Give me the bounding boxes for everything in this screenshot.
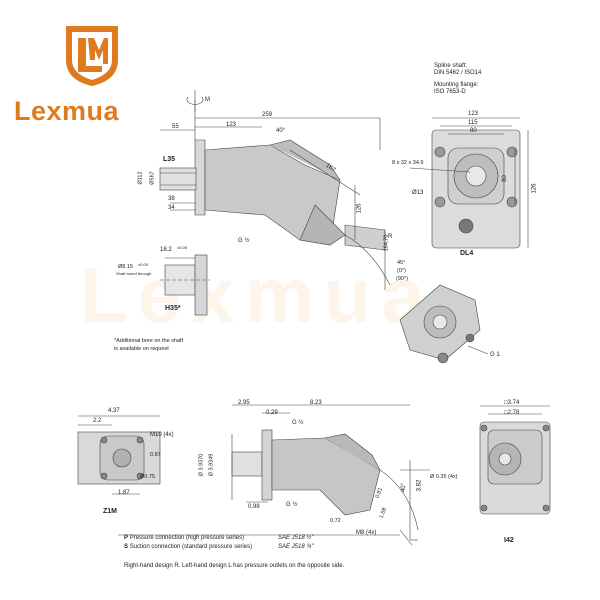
rv-spline-spec: 8 x 32 x 34.9 [392,160,424,166]
bm-dim-40deg: 40° [401,482,408,493]
bm-dim-098: 0.98 [248,504,260,510]
brand-logo [58,20,126,88]
dim-0deg: (0°) [397,268,406,274]
rv-dim-123: 123 [468,111,479,117]
dim-40deg: 40° [276,128,286,134]
bm-dim-382: 3.82 [416,479,423,492]
bm-dia-035: Ø 0.35 (4x) [430,474,458,480]
spec-spline-value: DIN 5462 / ISO14 [434,70,482,76]
dim-m: M [205,97,210,103]
rv-dim-80b: 80 [501,175,508,182]
iso-port-g1: G 1 [490,352,500,358]
shaft-dim-18: 18.2 [160,247,172,253]
bm-port-g: G ½ [292,420,304,426]
port-g-half: G ½ [238,238,250,244]
bl-dim-437: 4.37 [108,408,120,414]
legend-s-key: S [124,544,129,550]
bm-port-g2: G ½ [286,502,298,508]
legend-p-text: Pressure connection (high pressure serie… [129,535,245,541]
shaft-note-small: Shaft bored through [116,271,152,276]
legend-s-std: SAE J518 ¾" [278,544,314,550]
legend-footer: Right-hand design R. Left-hand design L … [124,563,345,569]
dim-259: 259 [262,112,273,118]
bl-dia-075: Ø0.75 [140,474,155,480]
dim-55: 55 [172,124,179,130]
dia-5h7: Ø5h7 [149,171,156,185]
br-dim-374: □3.74 [504,400,520,406]
dim-126-top: 126 [356,203,363,214]
legend-p: P Pressure connection (high pressure ser… [124,534,244,543]
shaft-dia: Ø8.15 [118,264,133,270]
bl-dim-187: 1.87 [118,490,130,496]
dim-45deg: 45° [397,260,406,266]
legend-s-text: Suction connection (standard pressure se… [129,544,253,550]
shaft-note-2: is available on request [114,346,169,352]
bl-thread: M10 (4x) [150,432,174,438]
shaft-code-l35: L35 [163,156,176,163]
rv-dim-115: 115 [468,120,478,126]
legend-s: S Suction connection (standard pressure … [124,543,252,552]
shaft-tol-top: ±0.05 [177,245,187,250]
dim-123-top: 123 [226,122,237,128]
bm-dim-029: 0.29 [266,410,278,416]
logo-mark-icon [66,26,118,86]
bl-dim-22: 2.2 [93,418,102,424]
bm-dia-1: Ø 3.9370 [198,453,205,477]
bm-dim-072: 0.72 [330,518,341,524]
br-code-i42: I42 [504,537,514,544]
shaft-note-1: *Additional bore on the shaft [114,338,184,344]
spec-flange-value: ISO 7653-D [434,89,466,95]
rv-dia-13: Ø13 [412,190,424,196]
shaft-tol-bottom: ±0.05 [138,262,148,267]
legend-p-key: P [124,535,129,541]
dim-38: 38 [168,196,175,202]
spec-flange-label: Mounting flange: [434,82,479,88]
rv-dim-126: 126 [531,183,538,194]
br-dim-278: □2.78 [504,410,520,416]
brand-watermark: Lexmua [80,251,435,339]
dim-34: 34 [168,205,175,211]
shaft-code-h35: H35* [165,305,181,312]
bm-dim-295: 2.95 [238,400,250,406]
dim-r: R [388,234,393,240]
bm-dia-2: Ø 3.9349 [208,453,215,477]
dia-112: Ø112 [137,171,144,185]
dim-90deg: (90°) [396,276,408,282]
brand-name: Lexmua [14,96,120,126]
bl-code-z1m: Z1M [103,508,117,515]
bl-dim-087: 0.87 [150,452,161,458]
rv-dim-80: 80 [470,128,477,134]
spec-spline-label: Spline shaft: [434,63,468,69]
bm-thread: M8 (4x) [356,530,377,536]
bm-dim-823: 8.23 [310,400,322,406]
legend-p-std: SAE J518 ½" [278,535,314,541]
rv-code-dl4: DL4 [460,250,474,257]
